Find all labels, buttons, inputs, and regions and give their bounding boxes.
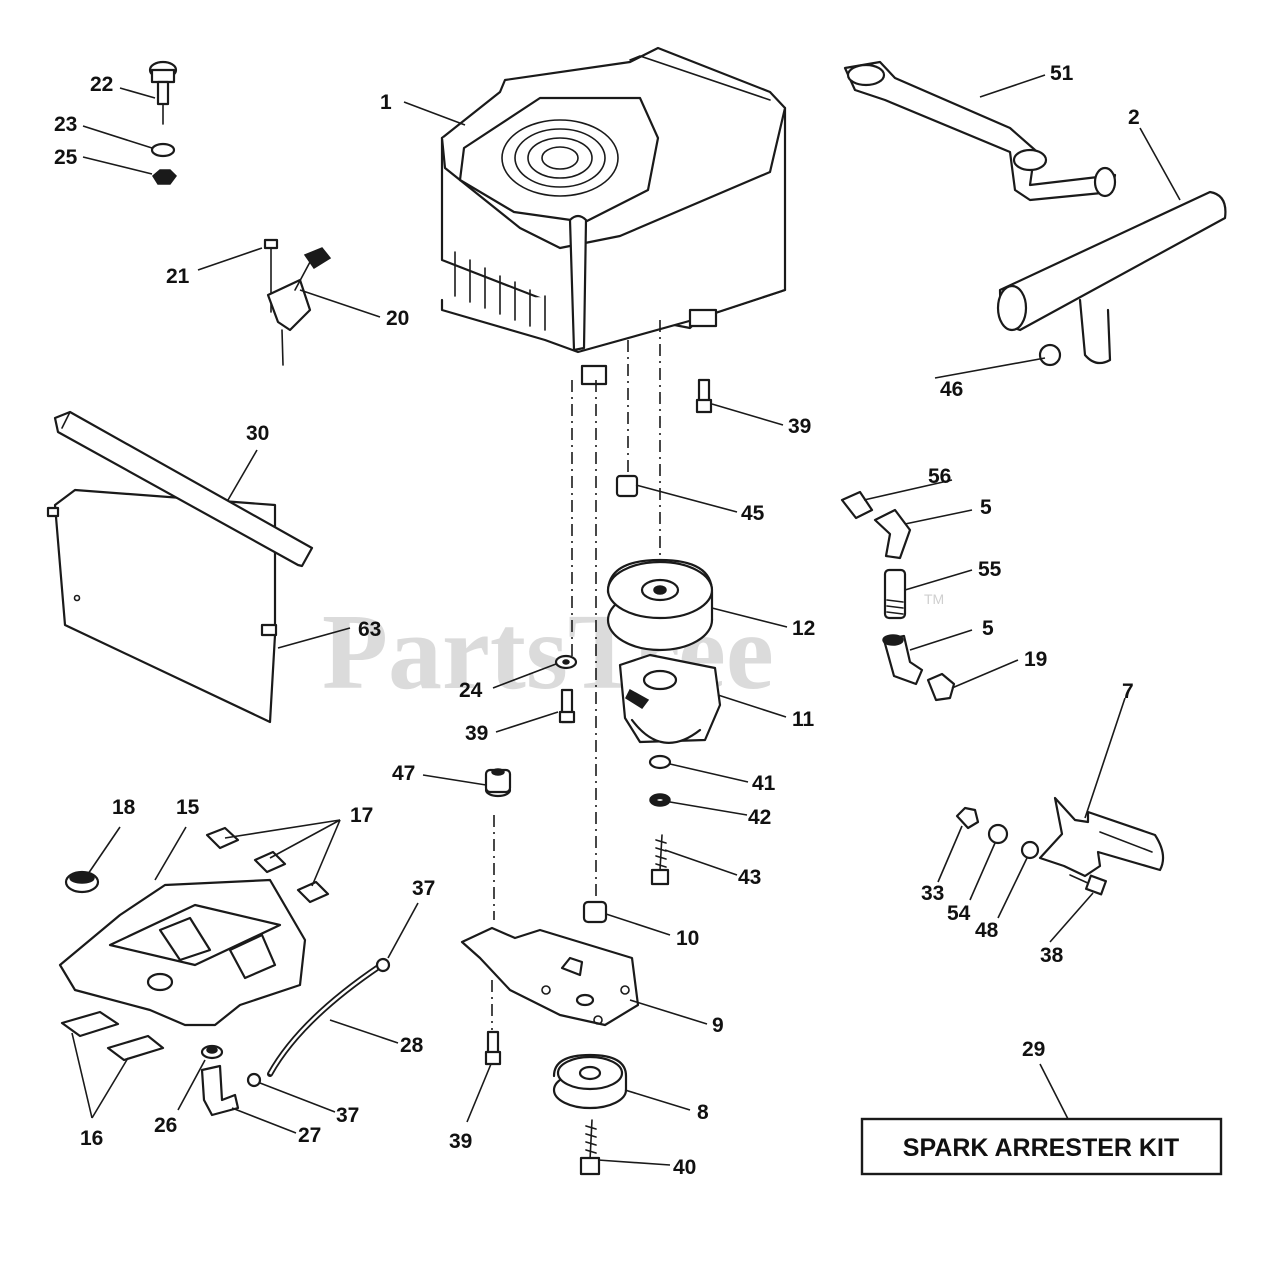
callout-12: 12 <box>792 617 815 640</box>
callout-23: 23 <box>54 113 77 136</box>
callout-42: 42 <box>748 806 771 829</box>
callout-5-lower: 5 <box>982 617 994 640</box>
callout-24: 24 <box>459 679 483 702</box>
bolt-part-40[interactable] <box>579 1119 601 1176</box>
shutoff-valve-part-27[interactable] <box>200 1064 240 1117</box>
washer-part-24[interactable] <box>554 654 578 670</box>
callout-8: 8 <box>697 1101 709 1124</box>
dipstick-part-22[interactable] <box>148 60 178 125</box>
spacer-part-45[interactable] <box>615 474 639 498</box>
cap-part-19[interactable] <box>926 672 956 702</box>
callout-25: 25 <box>54 146 78 169</box>
callout-46: 46 <box>940 378 963 401</box>
callout-28: 28 <box>400 1034 424 1057</box>
shield-part-63[interactable] <box>46 488 278 724</box>
bolt-part-39-engine[interactable] <box>695 378 713 414</box>
callout-10: 10 <box>676 927 699 950</box>
throttle-bracket-part-20[interactable] <box>266 247 332 366</box>
pads-part-17[interactable] <box>205 826 330 904</box>
callout-38: 38 <box>1040 944 1064 967</box>
callout-37-upper: 37 <box>412 877 435 900</box>
nut-part-25[interactable] <box>152 169 177 185</box>
pads-part-16[interactable] <box>60 1010 165 1062</box>
washer-part-41[interactable] <box>648 754 672 770</box>
nipple-part-55[interactable] <box>883 568 907 620</box>
washer-part-42[interactable] <box>649 793 671 807</box>
muffler-part-2[interactable] <box>996 190 1227 367</box>
callout-16: 16 <box>80 1127 103 1150</box>
callout-54: 54 <box>947 902 971 925</box>
exhaust-pipe-part-51[interactable] <box>843 60 1117 202</box>
callout-51: 51 <box>1050 62 1074 85</box>
fitting-part-56[interactable] <box>840 490 874 520</box>
electric-clutch-part-11[interactable] <box>618 653 722 744</box>
callout-47: 47 <box>392 762 415 785</box>
callout-1: 1 <box>380 91 392 114</box>
alignment-lines <box>491 320 661 1030</box>
callout-41: 41 <box>752 772 776 795</box>
callout-27: 27 <box>298 1124 321 1147</box>
bolt-part-39-center[interactable] <box>558 688 576 724</box>
callout-48: 48 <box>975 919 999 942</box>
callout-63: 63 <box>358 618 381 641</box>
callout-17: 17 <box>350 804 373 827</box>
idler-bracket-part-9[interactable] <box>460 926 640 1027</box>
fuel-line-part-28[interactable] <box>267 963 383 1077</box>
callout-39-bracket: 39 <box>449 1130 472 1153</box>
callout-56: 56 <box>928 465 951 488</box>
spacer-part-47[interactable] <box>484 768 512 798</box>
washer-part-23[interactable] <box>150 142 176 158</box>
callout-39-engine: 39 <box>788 415 811 438</box>
washer-part-54[interactable] <box>987 823 1009 845</box>
idler-pulley-part-8[interactable] <box>552 1053 628 1110</box>
callout-20: 20 <box>386 307 409 330</box>
callout-2: 2 <box>1128 106 1140 129</box>
pulley-part-12[interactable] <box>606 558 714 652</box>
callout-39-center: 39 <box>465 722 488 745</box>
callout-9: 9 <box>712 1014 724 1037</box>
nut-part-33[interactable] <box>955 806 980 830</box>
elbow-part-5-lower[interactable] <box>882 634 924 686</box>
callout-26: 26 <box>154 1114 177 1137</box>
elbow-part-5-upper[interactable] <box>873 508 912 560</box>
callout-19: 19 <box>1024 648 1047 671</box>
callout-40: 40 <box>673 1156 696 1179</box>
clamp-part-37-lower[interactable] <box>246 1072 262 1088</box>
engine-part-1[interactable] <box>440 46 787 386</box>
callout-22: 22 <box>90 73 113 96</box>
spark-arrester-kit-label: SPARK ARRESTER KIT <box>903 1134 1179 1162</box>
spark-arrester-kit-part-29[interactable]: SPARK ARRESTER KIT <box>860 1117 1223 1176</box>
callout-21: 21 <box>166 265 190 288</box>
callout-45: 45 <box>741 502 765 525</box>
bolt-part-39-bracket[interactable] <box>484 1030 502 1066</box>
callout-5-upper: 5 <box>980 496 992 519</box>
callout-55: 55 <box>978 558 1002 581</box>
callout-labels: 1 2 51 22 23 25 21 20 30 63 39 45 46 56 … <box>54 62 1140 1179</box>
bolt-part-38[interactable] <box>1069 874 1108 896</box>
fuel-cap-part-18[interactable] <box>64 870 100 894</box>
washer-part-48[interactable] <box>1020 840 1040 860</box>
callout-43: 43 <box>738 866 761 889</box>
leader-lines <box>71 74 1181 1166</box>
callout-15: 15 <box>176 796 200 819</box>
bracket-part-7[interactable] <box>1038 796 1165 878</box>
bushing-part-10[interactable] <box>582 900 608 924</box>
clamp-part-37-upper[interactable] <box>375 957 391 973</box>
watermark-trademark: TM <box>924 591 944 607</box>
fuel-tank-part-15[interactable] <box>58 878 307 1027</box>
callout-30: 30 <box>246 422 269 445</box>
callout-11: 11 <box>792 708 815 731</box>
bolt-part-43[interactable] <box>650 834 670 886</box>
callout-33: 33 <box>921 882 944 905</box>
seal-strip-part-30[interactable] <box>53 410 314 568</box>
callout-29: 29 <box>1022 1038 1045 1061</box>
callout-18: 18 <box>112 796 136 819</box>
callout-7: 7 <box>1122 680 1134 703</box>
callout-37-lower: 37 <box>336 1104 359 1127</box>
grommet-part-26[interactable] <box>200 1044 224 1060</box>
